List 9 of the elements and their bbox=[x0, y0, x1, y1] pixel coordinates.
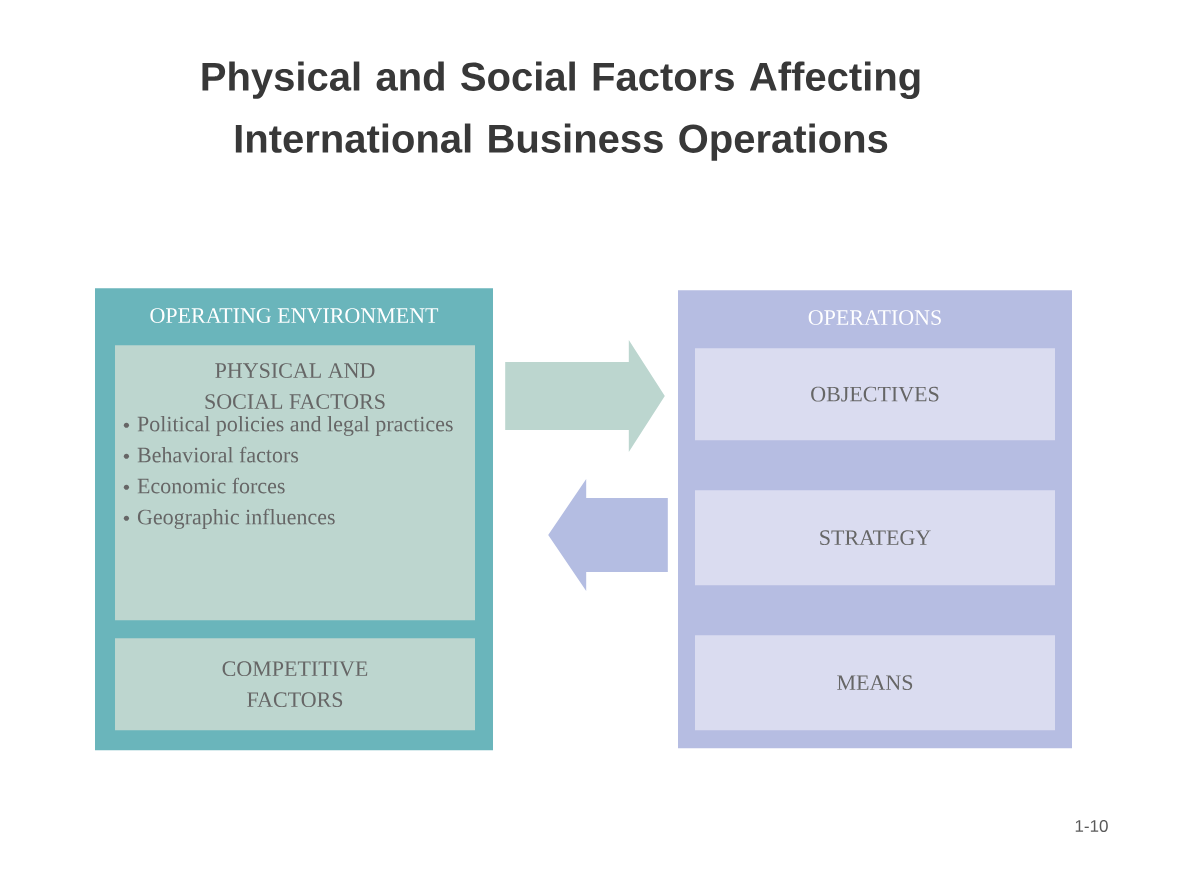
block-arrow bbox=[548, 479, 668, 591]
text-box: OBJECTIVES bbox=[695, 348, 1055, 441]
title: Physical and Social Factors Affecting International Business Operations bbox=[202, 61, 920, 161]
block-arrow bbox=[505, 340, 665, 452]
text-box: STRATEGY bbox=[695, 490, 1055, 586]
text-box: PHYSICAL AND SOCIAL FACTORS Political policies and legal practices Behavioral factors Economic forces Geographic influences bbox=[115, 345, 475, 621]
page-number: 1-10 bbox=[1075, 820, 1108, 832]
text-box: COMPETITIVE FACTORS bbox=[115, 638, 475, 731]
text-box: MEANS bbox=[695, 635, 1055, 731]
